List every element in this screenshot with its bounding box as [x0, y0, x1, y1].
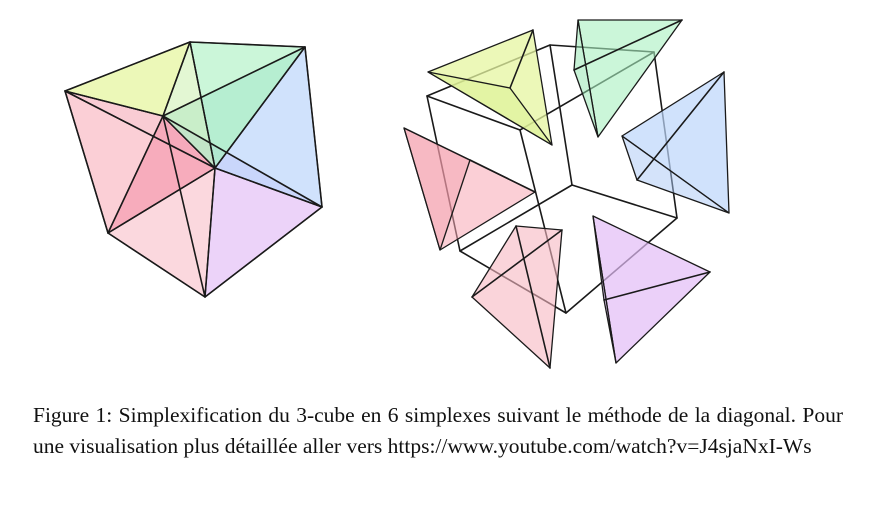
simplex-green — [573, 19, 683, 138]
simplex-purple — [592, 215, 711, 364]
simplex-red — [403, 127, 536, 251]
assembled-cube — [64, 41, 323, 298]
figure-illustration — [64, 19, 730, 369]
simplex-blue — [621, 71, 730, 214]
caption-text: Simplexification du 3-cube en 6 simplexe… — [118, 403, 797, 427]
caption-label: Figure 1: — [33, 403, 113, 427]
caption-link[interactable]: Pour une visualisation plus détaillée al… — [33, 403, 844, 458]
figure-caption: Figure 1: Simplexification du 3-cube en … — [33, 400, 843, 462]
simplex-yellow — [427, 29, 553, 146]
cube-internal-edges — [64, 41, 323, 298]
simplex-pink — [471, 225, 563, 369]
